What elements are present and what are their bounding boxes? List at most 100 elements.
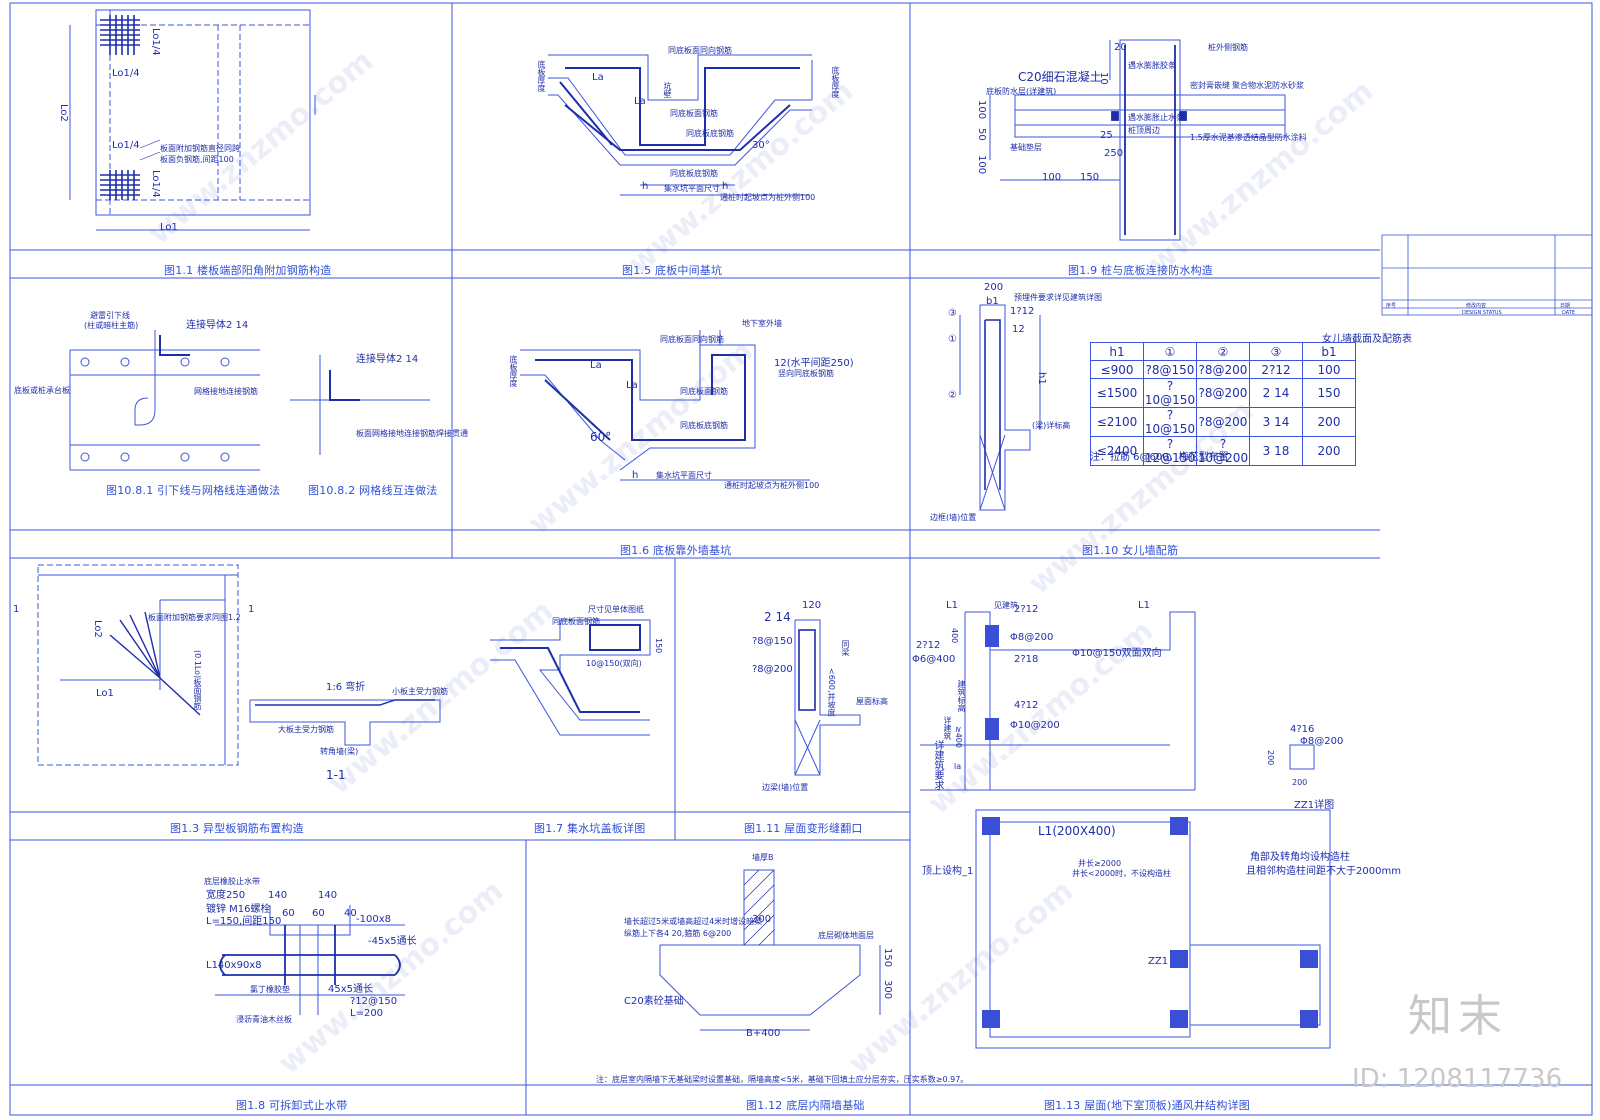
fig1-10-drawing (959, 304, 1041, 511)
fig1-13-r4: 2?12 (916, 640, 941, 651)
fig1-10-d200: 200 (984, 282, 1004, 293)
table-cell: ≤2400 (1090, 436, 1144, 466)
fig1-13-l1a: L1 (946, 600, 958, 611)
fig10-8-1-n2: (柱或暗柱主筋) (84, 321, 139, 330)
fig1-13-d400: 400 (950, 628, 959, 644)
fig1-10-b1: b1 (986, 296, 999, 307)
table-cell: 2 14 (1249, 378, 1303, 408)
fig1-1-lo1: Lo1 (160, 222, 178, 233)
fig10-8-drawing (69, 330, 430, 471)
title-block (1381, 234, 1593, 316)
table-row: ≤2400 ?12@150 ?10@200 3 18 200 (1090, 436, 1356, 466)
fig1-13-plan-left: 顶上设构_1 (922, 866, 974, 877)
fig1-5-h1: h (642, 181, 649, 192)
fig10-8-1-n1: 避雷引下线 (90, 311, 130, 320)
fig1-12-drawing (659, 869, 881, 1031)
fig1-5-la1: La (592, 72, 604, 83)
fig1-12-hatch (743, 869, 775, 946)
fig1-7-d150: 150 (654, 638, 663, 654)
table-cell: ≤1500 (1090, 378, 1144, 408)
fig1-5-n4: 同底板底钢筋 (670, 169, 718, 178)
fig1-9-d25: 25 (1100, 130, 1113, 141)
fig1-6-n2: 同底板面同向钢筋 (660, 335, 724, 344)
fig1-13-r2: Φ8@200 (1010, 632, 1054, 643)
fig1-3-n3: 小板主受力钢筋 (392, 687, 448, 696)
fig1-9-d100a: 100 (976, 100, 987, 120)
fig1-3-one-b: 1 (13, 604, 20, 615)
fig1-3-slope: 1:6 弯折 (326, 682, 366, 693)
title-block-t2: 修改内容 (1466, 303, 1487, 309)
fig1-10-n1: 预埋件要求详见建筑详图 (1014, 293, 1102, 302)
title-block-t4: DESIGN STATUS (1462, 310, 1502, 316)
fig1-13-n1: 见建筑 (994, 601, 1018, 610)
table-header-cell: h1 (1090, 342, 1144, 361)
fig1-13-zz1-d2: 200 (1292, 778, 1308, 787)
table-cell: 2?12 (1249, 360, 1303, 379)
fig1-9-n2: 遇水膨胀胶条 (1128, 61, 1176, 70)
fig1-10-r1: 1?12 (1010, 306, 1035, 317)
fig1-1-lo1-4-low: Lo1/4 (112, 140, 140, 151)
fig1-13-plan-l1: L1(200X400) (1038, 824, 1116, 838)
fig1-1-drawing (69, 9, 316, 231)
fig1-1-note2: 板面负钢筋,间距100 (160, 155, 234, 164)
fig1-5-la2: La (634, 96, 646, 107)
fig1-11-d120: 120 (802, 600, 822, 611)
fig1-6-n5: 集水坑平面尺寸 (656, 471, 712, 480)
fig1-11-rebars (798, 629, 816, 711)
fig1-13-n3: 建筑标高 (957, 680, 966, 712)
fig1-12-n1: 墙厚B (752, 853, 774, 862)
frame-grid (9, 2, 1593, 1116)
fig1-9-d100c: 100 (1042, 172, 1062, 183)
fig1-8-d60b: 60 (312, 908, 325, 919)
fig1-9-rebars (1111, 45, 1187, 235)
fig1-8-n8: 氯丁橡胶垫 (250, 985, 290, 994)
fig1-13-plan-n1: 井长≥2000 (1078, 859, 1122, 868)
fig1-9-n6: 遇水膨胀止水条 (1128, 113, 1184, 122)
table-cell: ?12@150 (1143, 436, 1197, 466)
table-header-cell: b1 (1302, 342, 1356, 361)
fig1-6-la1: La (590, 360, 602, 371)
table-cell: ≤2100 (1090, 407, 1144, 437)
fig1-1-rebars (100, 15, 161, 200)
fig1-6-r1: 12(水平间距250) (774, 358, 854, 369)
fig1-13-drawing (920, 611, 1331, 1049)
fig1-13-r7: 4?12 (1014, 700, 1039, 711)
fig1-12-note: 注：底层室内隔墙下无基础梁时设置基础，隔墙高度<5米，基础下回填土应分层夯实，压… (596, 1075, 969, 1084)
fig10-8-1-n4: 底板或桩承台板 (14, 386, 70, 395)
fig1-8-n11: L=200 (350, 1008, 384, 1019)
fig1-9-n4: 密封膏嵌缝 (1190, 81, 1230, 90)
fig1-9-n8: 1.5厚水泥基渗透结晶型防水涂料 (1190, 133, 1307, 142)
watermark-brand: 知末 (1408, 991, 1508, 1042)
fig1-6-deg: 60° (590, 430, 612, 444)
fig1-9-n9: 桩顶周边 (1128, 126, 1160, 135)
table-cell: ≤900 (1090, 360, 1144, 379)
fig1-13-zz1-title: ZZ1详图 (1294, 800, 1335, 811)
fig1-9-d20: 20 (1114, 42, 1127, 53)
fig1-1-lo1-4-top: Lo1/4 (150, 28, 161, 56)
fig1-11-n3: 边梁(墙)位置 (762, 783, 809, 792)
watermark-id: ID: 1208117736 (1352, 1064, 1563, 1094)
fig1-9-d250: 250 (1104, 148, 1124, 159)
fig1-13-columns (982, 625, 1318, 1028)
table-cell: ?10@150 (1143, 407, 1197, 437)
fig1-3-sec: 1-1 (326, 768, 346, 782)
fig1-13-zz1-r2: Φ8@200 (1300, 736, 1344, 747)
fig1-8-d40: 40 (344, 908, 357, 919)
fig1-8-d140a: 140 (268, 890, 288, 901)
caption-fig10-8-2: 图10.8.2 网格线互连做法 (308, 484, 438, 497)
fig1-13-r1: 2?12 (1014, 604, 1039, 615)
fig1-3-rebars (109, 611, 435, 716)
fig10-8-2-n1: 连接导体2 14 (356, 354, 419, 365)
fig1-11-drawing (794, 619, 861, 776)
caption-fig1-8: 图1.8 可拆卸式止水带 (236, 1099, 348, 1112)
fig1-11-r1: 2 14 (764, 610, 791, 624)
fig1-1-lo1-4-mid: Lo1/4 (112, 68, 140, 79)
fig1-6-n1: 地下室外墙 (742, 319, 782, 328)
fig1-8-n7: L140x90x8 (206, 960, 262, 971)
fig1-5-n3: 同底板底钢筋 (686, 129, 734, 138)
fig1-11-n1: <600,并坡度 (827, 668, 836, 717)
fig1-12-b400: B+400 (746, 1028, 781, 1039)
fig1-8-n3: 镀锌 M16螺栓 (206, 904, 271, 915)
fig1-13-n2: 详建筑 (943, 716, 952, 740)
